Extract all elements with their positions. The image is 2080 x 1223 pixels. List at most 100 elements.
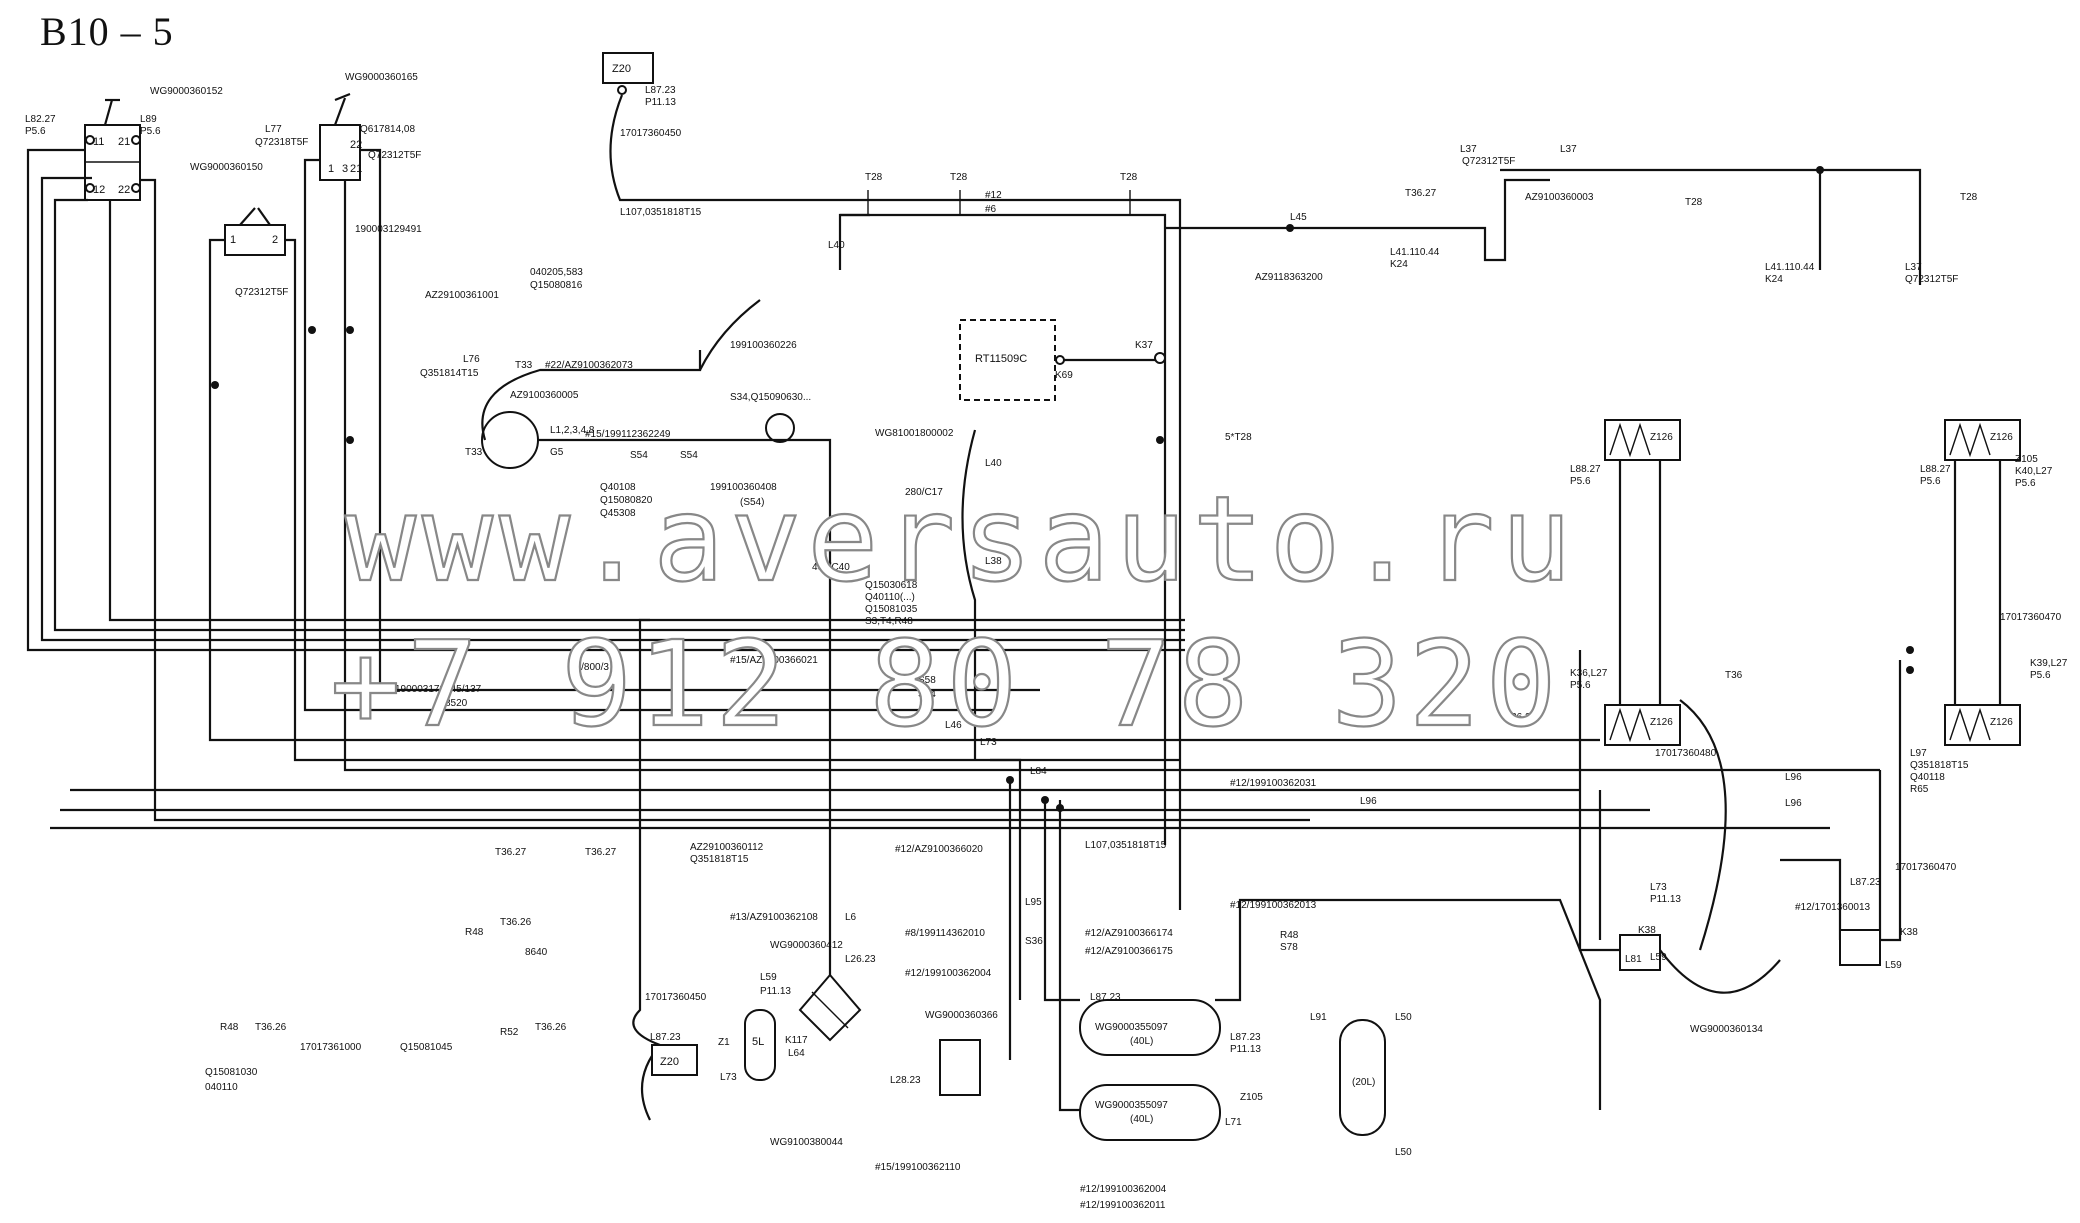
label-l59-c: L59 [760,972,777,983]
label-t36-26-a: T36.26 [500,917,532,928]
label-8520: 8520 [445,698,468,709]
label-l41-a: L41.110.44 [1390,247,1440,258]
label-p5-6-b: P5.6 [140,126,161,137]
label-l59-a: L59 [1650,952,1667,963]
label-17017361000: 17017361000 [300,1042,362,1053]
label-l81: L81 [1625,954,1642,965]
label-280-c17: 280/C17 [905,487,943,498]
label-n12-top: #12 [985,190,1002,201]
label-n12-199c: #12/199100362004 [905,968,992,979]
label-l89: L89 [140,114,157,125]
heater-z126-2 [1944,419,2021,461]
label-wg9100380044: WG9100380044 [770,1137,843,1148]
label-l46: L46 [945,720,962,731]
label-q72318t5f: Q72318T5F [255,137,308,148]
tank-5l [744,1009,776,1081]
heater-z126-1 [1604,419,1681,461]
label-l41-b: L41.110.44 [1765,262,1815,273]
label-wg-top-mid: WG9000360165 [345,72,418,83]
label-5t28: 5*T28 [1225,432,1252,443]
label-k38-left: K38 [1638,925,1656,936]
label-k39: K39,L27 [2030,658,2068,669]
label-l38: L38 [985,556,1002,567]
label-l96-b: L96 [1785,772,1802,783]
label-q72312t5f-c: Q72312T5F [1462,156,1515,167]
label-l37-a: L37 [1460,144,1477,155]
label-az29100361001: AZ29100361001 [425,290,499,301]
tank-40l-2 [1079,1084,1221,1141]
label-l64: L64 [788,1048,805,1059]
top-pipe-run [609,94,1922,860]
label-n6-top: #6 [985,204,997,215]
diagram-labels: WG9000360152 WG9000360165 WG9000360150 1… [25,63,2068,1211]
label-199100360226: 199100360226 [730,340,797,351]
label-l87-23-right: L87.23 [1850,877,1881,888]
label-l87-23-tank: L87.23 [1090,992,1121,1003]
valve-diamond [798,973,862,1042]
label-t36-27-c: T36.27 [1505,712,1537,723]
label-r65: R65 [1910,784,1929,795]
label-z126-3: Z126 [1650,717,1673,728]
label-l6: L6 [845,912,857,923]
label-q351813: Q351818T15 [690,854,749,865]
label-z126-2: Z126 [1990,432,2013,443]
label-l1234: L1,2,3,4,8 [550,425,595,436]
label-s58: S58 [918,675,936,686]
label-l82-27: L82.27 [25,114,56,125]
label-p5-6-a: P5.6 [25,126,46,137]
label-n12-az175: #12/AZ9100366175 [1085,946,1173,957]
label-s54b: (S54) [740,497,764,508]
tank-z20-bottom [651,1044,698,1076]
label-l77: L77 [265,124,282,135]
label-l88-27-b: L88.27 [1920,464,1951,475]
label-p11-13-tank: P11.13 [1230,1044,1261,1055]
label-n13-az: #13/AZ9100362108 [730,912,818,923]
label-q72312t5f-d: Q72312T5F [1905,274,1958,285]
label-k69: K69 [1055,370,1073,381]
label-q40118: Q40118 [1910,772,1945,783]
label-l40-mid: L40 [985,458,1002,469]
label-k24-b: K24 [1765,274,1783,285]
label-az9100360005: AZ9100360005 [510,390,579,401]
label-n22-az: #22/AZ9100362073 [545,360,633,371]
svg-text:22: 22 [118,184,130,196]
label-wg9000360412: WG9000360412 [770,940,843,951]
label-wg9000355097-b: WG9000355097 [1095,1100,1168,1111]
label-l71: L71 [1225,1117,1242,1128]
label-s54-a: S54 [630,450,648,461]
svg-text:12: 12 [93,184,105,196]
label-q45308: Q45308 [600,508,636,519]
junction-dots [211,166,1914,812]
label-z20-top: Z20 [612,63,631,75]
label-t28-d: T28 [1960,192,1978,203]
label-n12-199d: #12/199100362004 [1080,1184,1167,1195]
label-l50-a: L50 [1395,1012,1412,1023]
label-p5-6-e: P5.6 [2015,478,2036,489]
svg-text:21: 21 [118,136,130,148]
component-g5 [481,299,832,780]
label-n12-1701: #12/1701360013 [1795,902,1871,913]
label-z126-4: Z126 [1990,717,2013,728]
label-t36-26-c: T36.26 [535,1022,567,1033]
label-s54-b: S54 [680,450,698,461]
label-q72312t5f: Q72312T5F [368,150,421,161]
page-title: B10 – 5 [40,9,174,54]
label-wg9000355097-a: WG9000355097 [1095,1022,1168,1033]
label-wg81001: WG81001800002 [875,428,954,439]
label-l73-right: L73 [1650,882,1667,893]
label-wg9000360134: WG9000360134 [1690,1024,1763,1035]
label-n12-199e: #12/199100362011 [1080,1200,1166,1211]
label-l45-top: L45 [1290,212,1307,223]
label-190003129491: 190003129491 [355,224,422,235]
label-p5-6-d: P5.6 [1920,476,1941,487]
label-p11-13-top: P11.13 [645,97,676,108]
label-p11-13-c: P11.13 [760,986,791,997]
label-040110: 040110 [205,1082,238,1093]
label-q351814t15: Q351814T15 [420,368,479,379]
label-40l-b: (40L) [1130,1114,1153,1125]
label-r48-c: R48 [220,1022,239,1033]
label-g5: G5 [550,447,564,458]
